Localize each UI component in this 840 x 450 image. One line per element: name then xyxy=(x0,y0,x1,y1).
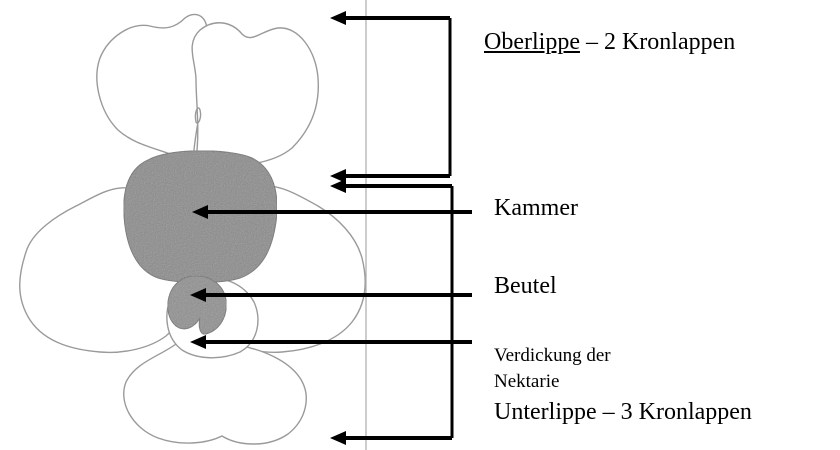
label-chamber: Kammer xyxy=(494,196,578,220)
upper-right-petal xyxy=(192,23,318,166)
arrowhead-lower-bottom xyxy=(330,431,346,445)
arrowhead-lower-top xyxy=(330,179,346,193)
chamber-shape xyxy=(124,151,277,283)
arrowhead-upper-top xyxy=(330,11,346,25)
label-upper-lip-term: Oberlippe xyxy=(484,29,580,55)
label-upper-lip-rest: – 2 Kronlappen xyxy=(580,29,735,55)
upper-left-petal xyxy=(97,14,207,165)
label-anther: Beutel xyxy=(494,274,557,298)
label-thickening-line1: Verdickung der xyxy=(494,346,611,365)
label-thickening-line2: Nektarie xyxy=(494,372,559,391)
label-upper-lip: Oberlippe – 2 Kronlappen xyxy=(484,30,735,54)
label-lower-lip: Unterlippe – 3 Kronlappen xyxy=(494,400,752,424)
